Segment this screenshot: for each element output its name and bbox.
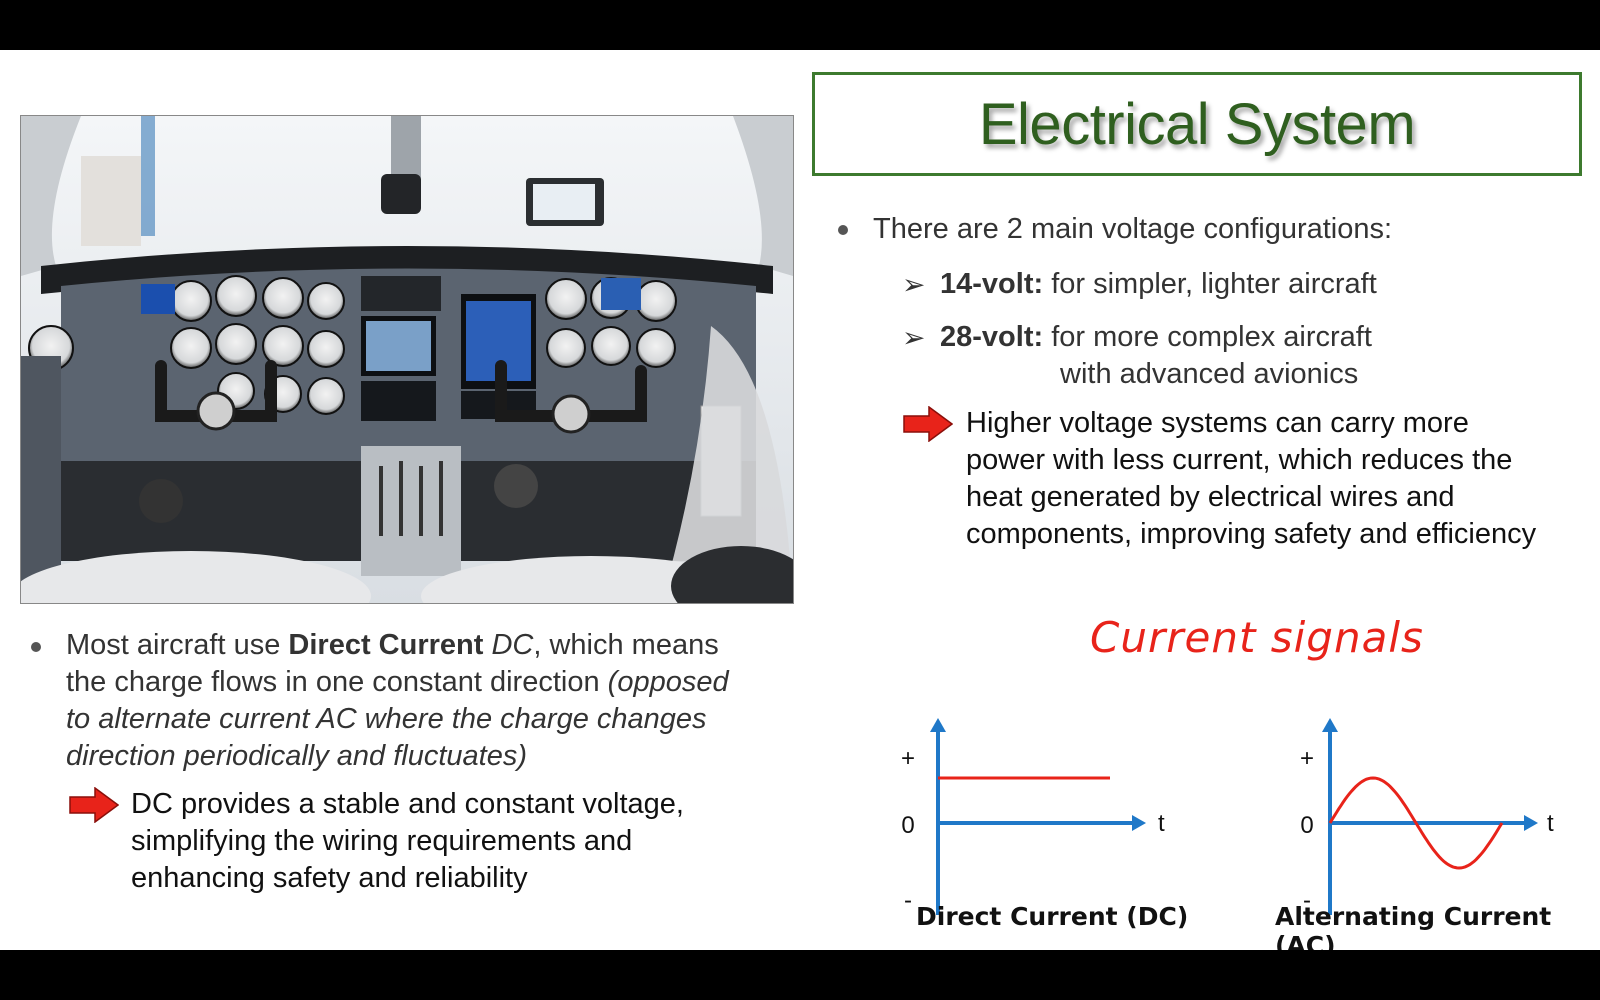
zero-label: 0 <box>1300 812 1313 839</box>
cockpit-photo <box>20 115 794 604</box>
voltage-note-line: Higher voltage systems can carry more <box>966 407 1469 439</box>
x-axis-arrowhead <box>1132 815 1146 831</box>
y-axis-arrowhead <box>1322 718 1338 732</box>
dc-chart: + 0 - t <box>901 718 1165 915</box>
dc-line-4: direction periodically and fluctuates) <box>66 738 796 775</box>
dc-prefix: Most aircraft use <box>66 629 289 661</box>
arrowhead-bullet: ➢ <box>902 269 926 300</box>
red-arrow-icon <box>903 406 953 442</box>
x-axis-arrowhead <box>1524 815 1538 831</box>
plus-label: + <box>901 745 915 772</box>
voltage-note-line: power with less current, which reduces t… <box>966 444 1513 476</box>
dc-line2-italic: (opposed <box>607 666 729 698</box>
voltage-intro: There are 2 main voltage configurations: <box>873 213 1393 245</box>
slide: Electrical System There are 2 main volta… <box>0 50 1600 950</box>
bullet-dot <box>31 642 41 652</box>
slide-title: Electrical System <box>978 91 1416 157</box>
signals-title: Current signals <box>1090 613 1424 662</box>
voltage-item-text: for simpler, lighter aircraft <box>1051 268 1377 300</box>
dc-line2-plain: the charge flows in one constant directi… <box>66 666 608 698</box>
voltage-note: Higher voltage systems can carry more po… <box>966 405 1536 553</box>
voltage-note-line: components, improving safety and efficie… <box>966 518 1537 550</box>
ac-caption: Alternating Current (AC) <box>1275 902 1552 950</box>
dc-bold: Direct Current <box>288 629 484 661</box>
minus-label: - <box>904 887 912 914</box>
bullet-dot <box>838 225 848 235</box>
signal-line <box>1328 776 1504 870</box>
dc-note-line: enhancing safety and reliability <box>131 862 528 894</box>
dc-line-1: Most aircraft use Direct Current DC, whi… <box>66 627 796 664</box>
letterbox-top <box>0 0 1600 50</box>
voltage-item-label: 14-volt: <box>940 268 1044 300</box>
y-axis-arrowhead <box>930 718 946 732</box>
voltage-item-text: for more complex aircraft <box>1051 321 1372 353</box>
voltage-item-label: 28-volt: <box>940 321 1044 353</box>
t-label: t <box>1158 810 1165 837</box>
dc-line1-rest: , which means <box>533 629 719 661</box>
zero-label: 0 <box>901 812 914 839</box>
dc-note-line: simplifying the wiring requirements and <box>131 825 633 857</box>
voltage-item-28: 28-volt: for more complex aircraft <box>940 319 1372 356</box>
dc-note: DC provides a stable and constant voltag… <box>131 786 684 897</box>
t-label: t <box>1547 810 1554 837</box>
letterbox-bottom <box>0 950 1600 1000</box>
minus-label: - <box>1303 887 1311 914</box>
voltage-item-28-line2: with advanced avionics <box>1060 358 1359 390</box>
dc-line3-italic: to alternate current AC where the charge… <box>66 703 707 735</box>
ac-chart: + 0 - t <box>1300 718 1554 915</box>
voltage-item-14: 14-volt: for simpler, lighter aircraft <box>940 266 1377 303</box>
dc-abbr: DC <box>491 629 534 661</box>
arrowhead-bullet: ➢ <box>902 322 926 353</box>
dc-caption: Direct Current (DC) <box>916 902 1189 931</box>
dc-line4-italic: direction periodically and fluctuates) <box>66 740 528 772</box>
red-arrow-icon <box>69 787 119 823</box>
dc-line-2: the charge flows in one constant directi… <box>66 664 796 701</box>
dc-note-line: DC provides a stable and constant voltag… <box>131 788 684 820</box>
voltage-note-line: heat generated by electrical wires and <box>966 481 1455 513</box>
plus-label: + <box>1300 745 1314 772</box>
title-box: Electrical System <box>812 72 1582 176</box>
dc-line-3: to alternate current AC where the charge… <box>66 701 796 738</box>
dc-paragraph: Most aircraft use Direct Current DC, whi… <box>66 627 796 775</box>
